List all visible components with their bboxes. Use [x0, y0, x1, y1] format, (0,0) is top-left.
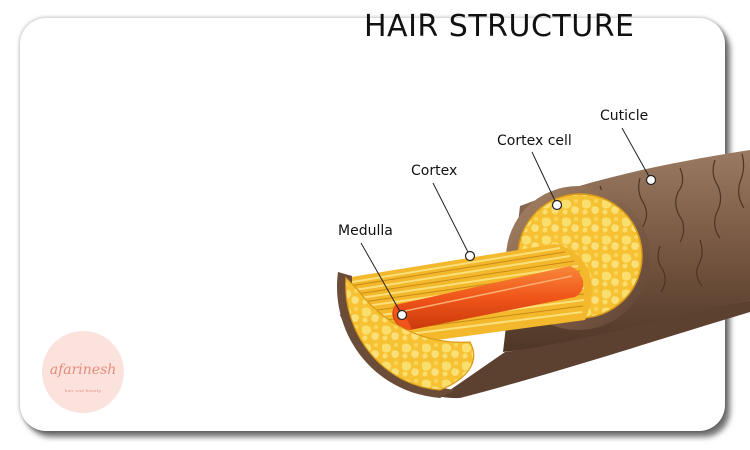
label-cuticle: Cuticle	[600, 108, 649, 124]
diagram-title: HAIR STRUCTURE	[364, 9, 635, 44]
medulla-marker	[396, 309, 408, 321]
label-medulla: Medulla	[338, 223, 393, 239]
watermark-tagline: hair and beauty	[64, 388, 102, 393]
medulla-core	[392, 266, 584, 330]
cortex-cells-lower	[345, 276, 475, 391]
watermark-text: afarinesh	[49, 362, 117, 378]
watermark-logo: afarinesh hair and beauty	[42, 331, 124, 413]
label-cortex-cell: Cortex cell	[497, 133, 572, 149]
label-cortex: Cortex	[411, 163, 458, 179]
cortex-marker	[464, 250, 476, 262]
cuticle-marker	[645, 174, 657, 186]
cortex-cell-marker	[551, 199, 563, 211]
hair-shaft-lower	[340, 300, 750, 399]
